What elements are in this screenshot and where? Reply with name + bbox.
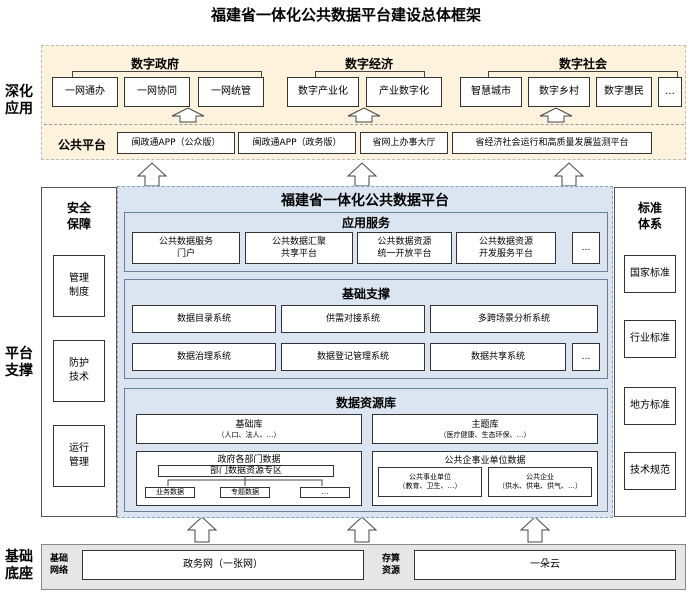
public-unit-sub: （教育、卫生、…） xyxy=(398,482,462,490)
theme-db-box: 主题库 （医疗健康、生态环保、…） xyxy=(372,414,598,444)
layer-label-platform: 平台支撑 xyxy=(2,346,36,380)
support-item-scenario-analysis: 多跨场景分析系统 xyxy=(430,305,598,333)
dept-item-business: 业务数据 xyxy=(145,487,195,498)
dept-item-more: … xyxy=(300,487,350,498)
layer-label-platform-text: 平台支撑 xyxy=(5,346,33,379)
page-title: 福建省一体化公共数据平台建设总体框架 xyxy=(210,6,481,24)
arrow-up-platform-mid xyxy=(346,162,378,187)
dept-data-title: 政府各部门数据 xyxy=(217,455,281,465)
public-unit-title: 公共事业单位 xyxy=(409,473,451,481)
basic-db-box: 基础库 （人口、法人、…） xyxy=(136,414,362,444)
security-title: 安全 保障 xyxy=(66,201,91,231)
app-item-digital-benefit: 数字惠民 xyxy=(596,77,652,107)
security-item-protection: 防护 技术 xyxy=(53,340,105,402)
security-item-operation: 运行 管理 xyxy=(53,425,105,487)
app-item-smart-city: 智慧城市 xyxy=(460,77,522,107)
app-service-item-portal: 公共数据服务 门户 xyxy=(132,232,240,264)
public-data-title: 公共企事业单位数据 xyxy=(444,456,526,466)
app-item-more: … xyxy=(658,77,682,107)
support-item-catalog: 数据目录系统 xyxy=(132,305,276,333)
group-title-society: 数字社会 xyxy=(558,57,607,71)
public-enterprise-sub: （供水、供电、供气、…） xyxy=(498,482,582,490)
dept-item-topic: 专题数据 xyxy=(220,487,270,498)
arrow-up-base-right xyxy=(519,516,551,543)
standards-item-local: 地方标准 xyxy=(624,387,676,425)
platform-title: 福建省一体化公共数据平台 xyxy=(281,193,449,209)
public-platform-item-online-hall: 省网上办事大厅 xyxy=(360,132,448,154)
theme-db-title: 主题库 xyxy=(471,419,499,430)
dept-zone: 部门数据资源专区 xyxy=(158,465,334,477)
security-item-management: 管理 制度 xyxy=(53,255,105,317)
standards-title: 标准 体系 xyxy=(637,201,662,231)
standards-item-national: 国家标准 xyxy=(624,255,676,293)
dept-bracket xyxy=(167,476,323,486)
public-platform-label: 公共平台 xyxy=(57,138,106,152)
public-platform-item-gov-app: 闽政通APP（政务版） xyxy=(238,132,356,154)
basic-db-sub: （人口、法人、…） xyxy=(217,430,281,439)
group-title-economy: 数字经济 xyxy=(344,57,393,71)
app-service-item-dev: 公共数据资源 开发服务平台 xyxy=(456,232,556,264)
arrow-up-base-mid xyxy=(346,516,378,543)
public-platform-item-monitor-platform: 省经济社会运行和高质量发展监测平台 xyxy=(452,132,652,154)
app-service-item-sharing: 公共数据汇聚 共享平台 xyxy=(245,232,353,264)
layer-label-base-text: 基础底座 xyxy=(5,549,33,582)
base-storage-value: 一朵云 xyxy=(414,550,676,580)
support-item-governance: 数据治理系统 xyxy=(132,343,276,371)
app-item-digital-village: 数字乡村 xyxy=(528,77,590,107)
layer-label-deep-app-text: 深化应用 xyxy=(5,84,33,117)
standards-item-industry: 行业标准 xyxy=(624,320,676,358)
bracket-economy xyxy=(315,71,425,77)
support-item-supply-demand: 供需对接系统 xyxy=(281,305,425,333)
group-title-gov: 数字政府 xyxy=(130,57,179,71)
bracket-society xyxy=(488,71,678,77)
arrow-up-platform-left xyxy=(136,162,168,187)
app-service-item-more: … xyxy=(572,232,600,264)
base-storage-label: 存算 资源 xyxy=(382,554,401,576)
base-net-value: 政务网（一张网） xyxy=(82,550,364,580)
bracket-gov xyxy=(72,71,262,77)
public-enterprise-title: 公共企业 xyxy=(526,473,554,481)
support-item-more: … xyxy=(572,343,600,371)
public-platform-divider xyxy=(44,124,684,125)
arrow-up-platform-right xyxy=(553,162,585,187)
public-platform-item-public-app: 闽政通APP（公众版） xyxy=(117,132,235,154)
standards-item-technical: 技术规范 xyxy=(624,452,676,490)
app-item-yiwangtongban: 一网通办 xyxy=(52,77,118,107)
app-item-digital-industrialization: 数字产业化 xyxy=(287,77,359,107)
layer-label-deep-app: 深化应用 xyxy=(2,84,36,118)
app-item-industrial-digitalization: 产业数字化 xyxy=(366,77,442,107)
support-item-sharing-system: 数据共享系统 xyxy=(430,343,566,371)
base-net-label: 基础 网络 xyxy=(50,554,69,576)
layer-label-base: 基础底座 xyxy=(2,549,36,583)
app-item-yiwangtongguan: 一网统管 xyxy=(198,77,264,107)
data-resource-title: 数据资源库 xyxy=(335,396,396,410)
support-item-registration: 数据登记管理系统 xyxy=(281,343,425,371)
app-item-yiwangxietong: 一网协同 xyxy=(124,77,190,107)
app-service-title: 应用服务 xyxy=(341,216,390,230)
basic-db-title: 基础库 xyxy=(235,419,263,430)
app-service-item-open: 公共数据资源 统一开放平台 xyxy=(357,232,452,264)
arrow-up-base-left xyxy=(186,516,218,543)
public-enterprise-box: 公共企业 （供水、供电、供气、…） xyxy=(488,467,592,497)
public-unit-box: 公共事业单位 （教育、卫生、…） xyxy=(378,467,482,497)
basic-support-title: 基础支撑 xyxy=(341,287,390,301)
theme-db-sub: （医疗健康、生态环保、…） xyxy=(439,430,531,439)
